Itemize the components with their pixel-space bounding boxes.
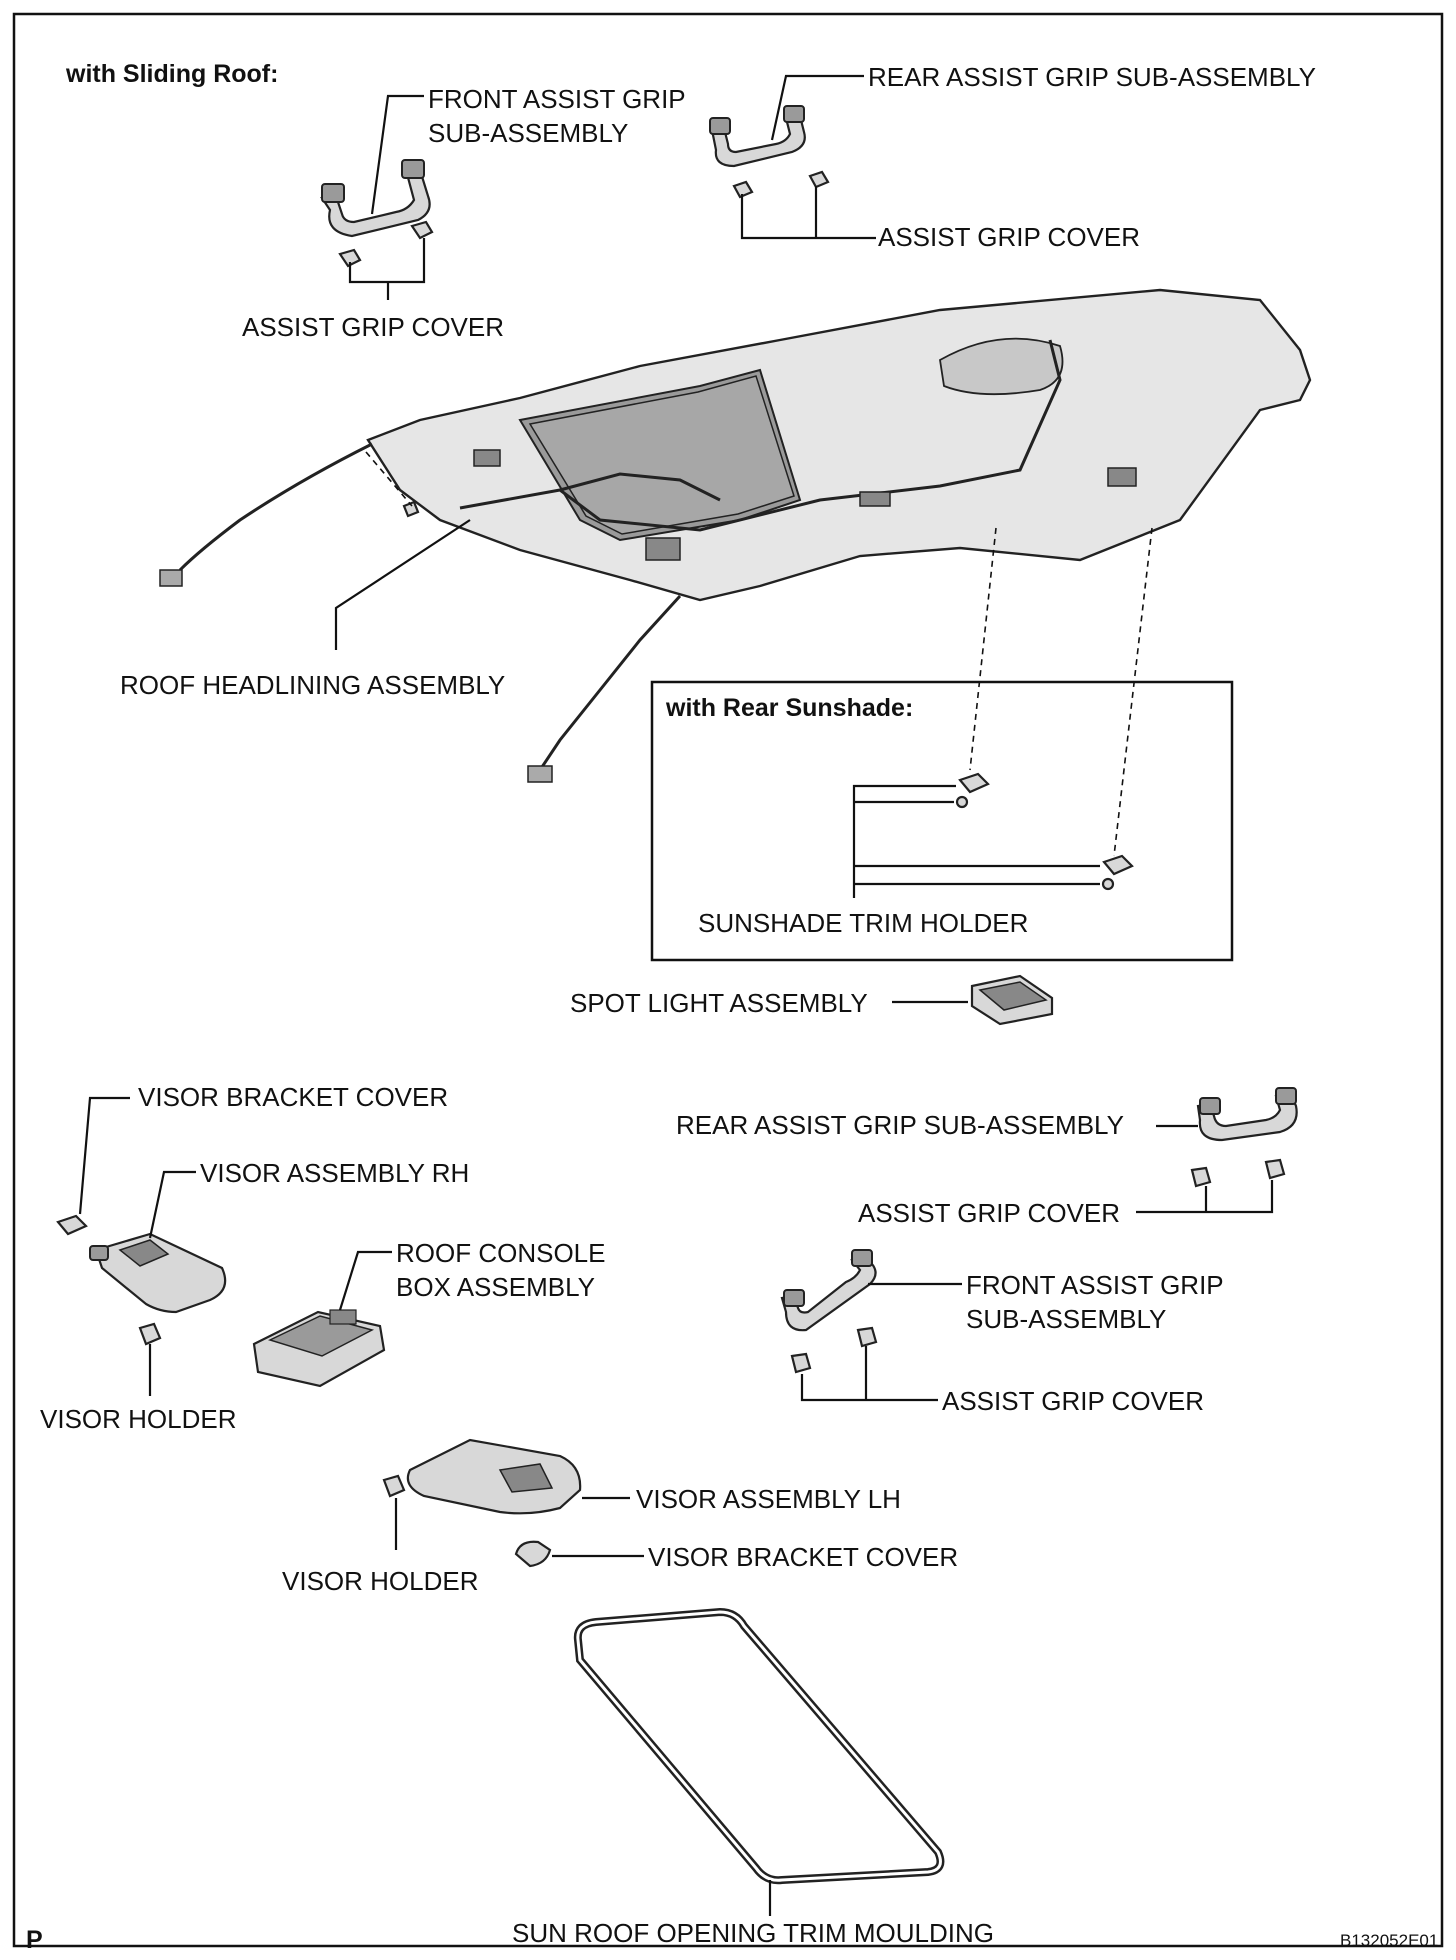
label-front-assist-grip-bottom-1: FRONT ASSIST GRIP	[966, 1270, 1224, 1300]
label-roof-console-1: ROOF CONSOLE	[396, 1238, 605, 1268]
leader-cover-bottom	[800, 1346, 938, 1402]
label-visor-assembly-rh: VISOR ASSEMBLY RH	[200, 1158, 469, 1188]
dash-front-clip	[365, 451, 413, 507]
roof-console-box-assembly	[252, 1309, 386, 1388]
visor-assembly-lh	[406, 1438, 582, 1515]
label-assist-grip-cover-top-right: ASSIST GRIP COVER	[878, 222, 1140, 252]
rear-assist-grip-top	[709, 105, 806, 168]
leader-visor-bracket-cover-rh	[78, 1096, 130, 1215]
front-assist-grip-bottom	[780, 1249, 877, 1332]
assist-grip-cover-top-right	[732, 170, 830, 199]
visor-bracket-cover-lh	[514, 1540, 552, 1568]
label-roof-headlining: ROOF HEADLINING ASSEMBLY	[120, 670, 505, 700]
label-visor-bracket-cover-lh: VISOR BRACKET COVER	[648, 1542, 958, 1572]
sunshade-trim-holder	[955, 772, 1134, 891]
label-visor-holder-lh: VISOR HOLDER	[282, 1566, 479, 1596]
leader-cover-top-right	[740, 194, 876, 240]
header-with-rear-sunshade: with Rear Sunshade:	[665, 694, 913, 722]
label-assist-grip-cover-mid: ASSIST GRIP COVER	[858, 1198, 1120, 1228]
rear-sunshade-box	[650, 680, 1234, 962]
label-spot-light: SPOT LIGHT ASSEMBLY	[570, 988, 868, 1018]
visor-assembly-rh	[89, 1232, 227, 1314]
visor-holder-lh	[382, 1474, 406, 1498]
label-roof-console-2: BOX ASSEMBLY	[396, 1272, 595, 1302]
dash-sunshade-2	[1113, 527, 1153, 857]
label-assist-grip-cover-top-left: ASSIST GRIP COVER	[242, 312, 504, 342]
label-front-assist-grip-bottom-2: SUB-ASSEMBLY	[966, 1304, 1166, 1334]
label-visor-assembly-lh: VISOR ASSEMBLY LH	[636, 1484, 901, 1514]
assist-grip-cover-bottom	[790, 1326, 878, 1374]
page-border	[12, 12, 1444, 1948]
visor-bracket-cover-rh	[56, 1214, 88, 1236]
label-rear-assist-grip-bottom: REAR ASSIST GRIP SUB-ASSEMBLY	[676, 1110, 1124, 1140]
assist-grip-cover-mid	[1190, 1158, 1286, 1188]
leader-front-grip-top	[370, 94, 424, 215]
leader-headlining	[334, 519, 471, 650]
sun-roof-opening-trim-moulding	[573, 1607, 945, 1885]
rear-assist-grip-bottom	[1196, 1087, 1298, 1142]
label-front-assist-grip-top-1: FRONT ASSIST GRIP	[428, 84, 686, 114]
header-with-sliding-roof: with Sliding Roof:	[65, 60, 278, 88]
leader-cover-mid	[1136, 1180, 1274, 1214]
figure-code: B132052E01	[1340, 1931, 1438, 1950]
leader-rear-grip-top	[770, 74, 864, 141]
leader-visor-rh	[148, 1170, 196, 1239]
leader-sunshade-trim-holder	[852, 784, 1100, 898]
label-assist-grip-cover-bottom: ASSIST GRIP COVER	[942, 1386, 1204, 1416]
roof-headlining-assembly	[159, 288, 1312, 783]
label-rear-assist-grip-top: REAR ASSIST GRIP SUB-ASSEMBLY	[868, 62, 1316, 92]
spot-light-assembly	[970, 974, 1054, 1026]
label-visor-holder-rh: VISOR HOLDER	[40, 1404, 237, 1434]
label-sunshade-trim-holder: SUNSHADE TRIM HOLDER	[698, 908, 1028, 938]
dash-sunshade-1	[969, 527, 997, 771]
front-assist-grip-top	[320, 159, 431, 238]
visor-holder-rh	[138, 1322, 162, 1346]
label-visor-bracket-cover-rh: VISOR BRACKET COVER	[138, 1082, 448, 1112]
label-front-assist-grip-top-2: SUB-ASSEMBLY	[428, 118, 628, 148]
assist-grip-cover-top-left	[338, 220, 434, 268]
label-sun-roof-moulding: SUN ROOF OPENING TRIM MOULDING	[512, 1918, 994, 1948]
page-letter: P	[26, 1926, 43, 1954]
leader-roof-console	[338, 1250, 392, 1311]
